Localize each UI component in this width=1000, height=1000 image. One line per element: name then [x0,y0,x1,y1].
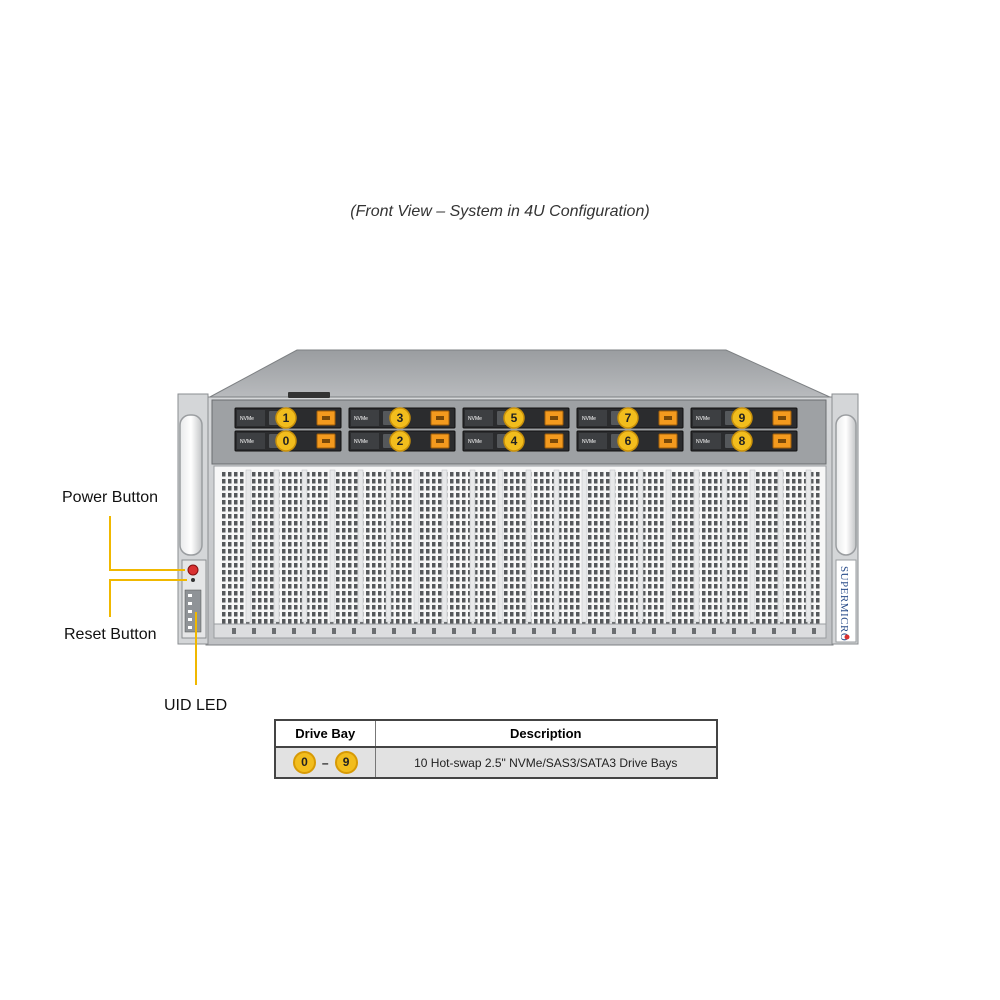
power-button-label: Power Button [62,489,159,506]
drive-bay-type: NVMe [468,416,482,422]
right-handle [835,414,857,556]
drive-bay-number: 8 [739,434,746,448]
figure-caption: (Front View – System in 4U Configuration… [350,203,650,220]
callout-lines [109,516,197,685]
drive-bay-number: 4 [511,434,518,448]
legend-header-row: Drive Bay Description [275,720,717,748]
drive-bay-type: NVMe [240,416,254,422]
drive-bay-type: NVMe [696,416,710,422]
reset-button [191,578,195,582]
drive-bay-type: NVMe [240,439,254,445]
drive-bay-number-badge: 6 [617,430,639,452]
power-button [187,564,199,576]
drive-cage-tab [288,392,330,398]
drive-bay-type: NVMe [354,439,368,445]
drive-bay-number-badge: 1 [275,407,297,429]
drive-bay-legend-table: Drive Bay Description 0–9 10 Hot-swap 2.… [274,719,718,779]
drive-bay[interactable]: NVMe 2 [348,430,456,452]
drive-bay-number: 7 [625,411,632,425]
power-callout-line [109,516,185,571]
uid-led-label: UID LED [164,697,228,714]
drive-bay-number: 3 [397,411,404,425]
drive-bay[interactable]: NVMe 0 [234,430,342,452]
drive-bay-number-badge: 9 [731,407,753,429]
drive-bay-number-badge: 0 [275,430,297,452]
brand-plate [835,559,857,643]
brand-logo-dot [844,634,850,640]
drive-bay-number-badge: 3 [389,407,411,429]
legend-description: 10 Hot-swap 2.5" NVMe/SAS3/SATA3 Drive B… [375,747,717,778]
status-leds [188,594,192,629]
drive-bay-type: NVMe [582,439,596,445]
drive-bay-number: 5 [511,411,518,425]
legend-drive-range: 0–9 [275,747,376,778]
legend-row: 0–9 10 Hot-swap 2.5" NVMe/SAS3/SATA3 Dri… [275,747,717,778]
drive-bay-number-badge: 8 [731,430,753,452]
drive-bay-type: NVMe [354,416,368,422]
brand-logo: SUPERMICRO [838,566,850,641]
left-handle [179,414,203,556]
drive-bay-type: NVMe [468,439,482,445]
reset-callout-line [109,579,187,617]
led-strip [184,589,202,633]
drive-bay[interactable]: NVMe 6 [576,430,684,452]
drive-bay-number-badge: 4 [503,430,525,452]
rail-slots [232,628,816,634]
legend-header-description: Description [375,720,717,748]
drive-bay-number-badge: 2 [389,430,411,452]
drive-bay[interactable]: NVMe 9 [690,407,798,429]
legend-badge-to: 9 [334,751,358,774]
drive-bay[interactable]: NVMe 7 [576,407,684,429]
legend-header-drive-bay: Drive Bay [275,720,376,748]
drive-bay[interactable]: NVMe 4 [462,430,570,452]
drive-bay[interactable]: NVMe 8 [690,430,798,452]
chassis-top [207,349,833,399]
drive-bay[interactable]: NVMe 1 [234,407,342,429]
drive-bay-type: NVMe [582,416,596,422]
vent-grid [222,469,820,624]
drive-bay-number-badge: 5 [503,407,525,429]
drive-bay-number: 9 [739,411,746,425]
legend-badge-from: 0 [292,751,316,774]
drive-bay-number: 2 [397,434,404,448]
drive-bay-number-badge: 7 [617,407,639,429]
reset-button-label: Reset Button [64,626,157,643]
drive-bay-number: 1 [283,411,290,425]
legend-dash: – [321,755,329,770]
drive-bay-number: 0 [283,434,290,448]
drive-bay-type: NVMe [696,439,710,445]
drive-bay[interactable]: NVMe 3 [348,407,456,429]
drive-bay[interactable]: NVMe 5 [462,407,570,429]
bottom-rail [213,623,827,639]
drive-bay-number: 6 [625,434,632,448]
